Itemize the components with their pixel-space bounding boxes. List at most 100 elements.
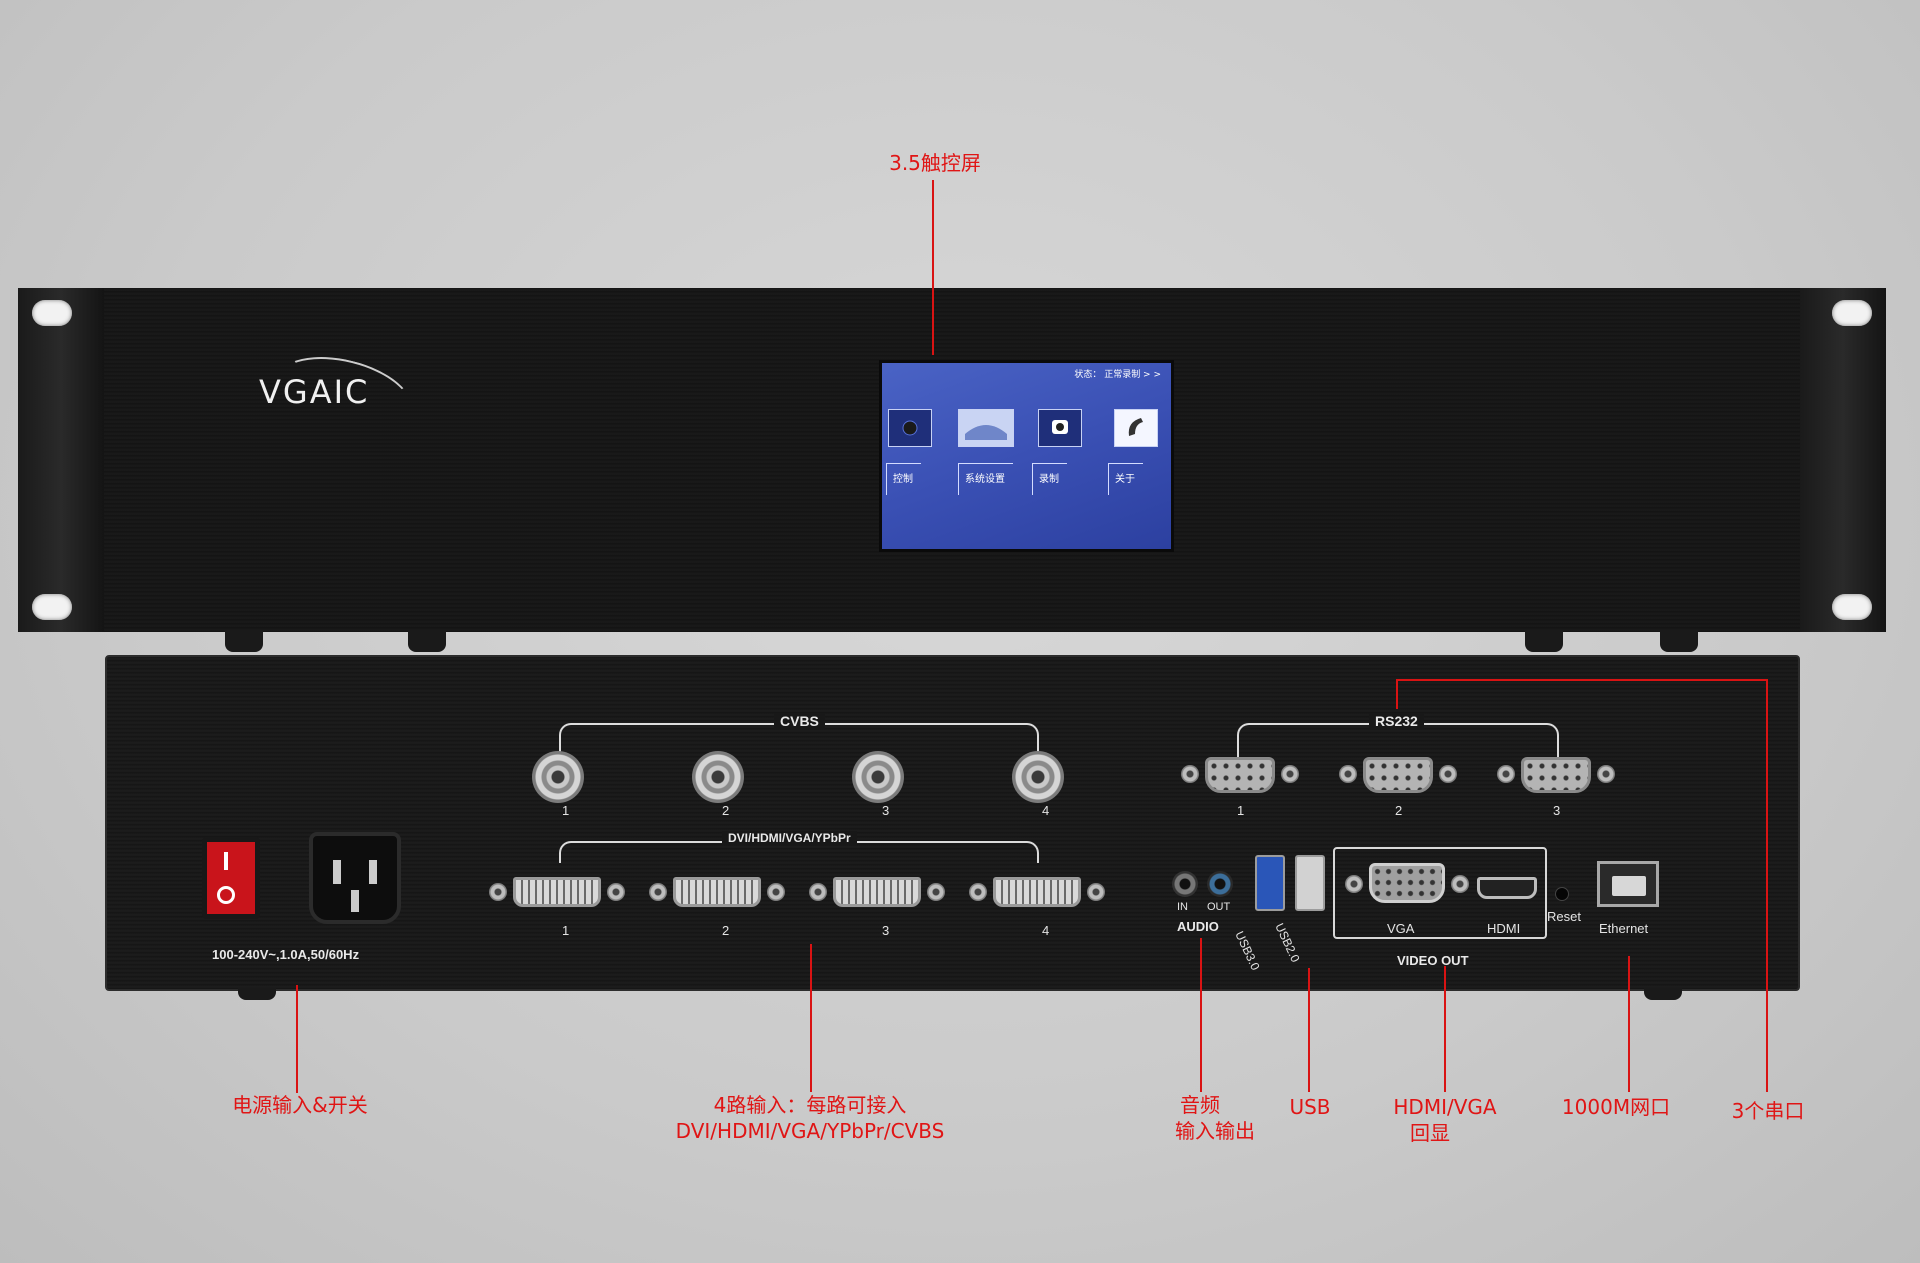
screw — [1087, 883, 1105, 901]
port-number: 4 — [1042, 803, 1050, 818]
screw — [1451, 875, 1469, 893]
serial-callout: 3个串口 — [1731, 1099, 1805, 1123]
serial-leader-hline — [1396, 679, 1768, 681]
reset-button[interactable] — [1555, 887, 1569, 901]
dvi-input-2[interactable] — [673, 877, 761, 907]
screw — [767, 883, 785, 901]
audio-out-label: OUT — [1207, 901, 1231, 913]
power-rating: 100-240V~,1.0A,50/60Hz — [212, 947, 360, 962]
screw — [649, 883, 667, 901]
inputs-leader-line — [810, 944, 812, 1092]
left-rack-ear — [18, 288, 104, 632]
about-phone-icon[interactable] — [1114, 409, 1158, 447]
system-settings-icon[interactable] — [958, 409, 1014, 447]
screw — [607, 883, 625, 901]
cvbs-input-4[interactable] — [1012, 751, 1064, 803]
dvi-input-3[interactable] — [833, 877, 921, 907]
ethernet-leader-line — [1628, 956, 1630, 1092]
device-foot — [1525, 630, 1563, 652]
screen-status: 状态： 正常录制 > > — [1074, 370, 1161, 380]
video-callout-line1: HDMI/VGA — [1393, 1095, 1497, 1119]
rack-mount-hole — [32, 594, 72, 620]
audio-out-jack[interactable] — [1207, 871, 1233, 897]
screw — [1439, 765, 1457, 783]
rs232-port-2[interactable] — [1363, 757, 1433, 793]
video-callout-line2: 回显 — [1410, 1121, 1450, 1145]
rack-mount-hole — [1832, 300, 1872, 326]
video-out-label: VIDEO OUT — [1397, 953, 1469, 968]
cvbs-input-2[interactable] — [692, 751, 744, 803]
dvi-input-1[interactable] — [513, 877, 601, 907]
audio-callout-line1: 音频 — [1180, 1093, 1220, 1117]
cvbs-input-1[interactable] — [532, 751, 584, 803]
inputs-callout-line2: DVI/HDMI/VGA/YPbPr/CVBS — [675, 1119, 945, 1143]
rear-panel-unit: 100-240V~,1.0A,50/60Hz CVBS 1 2 3 4 DVI/… — [105, 655, 1800, 991]
usb2-label: USB2.0 — [1272, 921, 1303, 965]
port-number: 2 — [1395, 803, 1403, 818]
usb3-label: USB3.0 — [1232, 929, 1263, 973]
menu-record[interactable]: 录制 — [1032, 463, 1067, 495]
port-number: 1 — [562, 803, 570, 818]
control-icon[interactable] — [888, 409, 932, 447]
right-rack-ear — [1800, 288, 1886, 632]
port-number: 2 — [722, 923, 730, 938]
audio-in-label: IN — [1177, 901, 1188, 913]
dvi-input-4[interactable] — [993, 877, 1081, 907]
vga-output[interactable] — [1369, 863, 1445, 903]
device-foot — [225, 630, 263, 652]
rs232-port-3[interactable] — [1521, 757, 1591, 793]
port-number: 4 — [1042, 923, 1050, 938]
menu-about[interactable]: 关于 — [1108, 463, 1143, 495]
screw — [1497, 765, 1515, 783]
inputs-callout-line1: 4路输入：每路可接入 — [713, 1093, 907, 1117]
power-switch[interactable] — [202, 837, 260, 919]
screen-callout: 3.5触控屏 — [889, 151, 981, 175]
audio-label: AUDIO — [1177, 919, 1219, 934]
usb2-port[interactable] — [1295, 855, 1325, 911]
reset-label: Reset — [1547, 909, 1581, 924]
audio-callout-line2: 输入输出 — [1175, 1119, 1255, 1143]
rack-mount-hole — [32, 300, 72, 326]
port-number: 1 — [1237, 803, 1245, 818]
screw — [1181, 765, 1199, 783]
port-number: 1 — [562, 923, 570, 938]
ethernet-callout: 1000M网口 — [1561, 1095, 1671, 1119]
front-faceplate: VGAIC 状态： 正常录制 > > 控制 系统设置 录制 关于 — [104, 288, 1800, 632]
front-panel-unit: VGAIC 状态： 正常录制 > > 控制 系统设置 录制 关于 — [18, 288, 1886, 632]
audio-in-jack[interactable] — [1172, 871, 1198, 897]
screw — [489, 883, 507, 901]
screw — [927, 883, 945, 901]
vga-label: VGA — [1387, 921, 1415, 936]
brand-logo: VGAIC — [259, 373, 370, 411]
rs232-port-1[interactable] — [1205, 757, 1275, 793]
video-out-group — [1333, 847, 1547, 939]
cvbs-input-3[interactable] — [852, 751, 904, 803]
ethernet-label: Ethernet — [1599, 921, 1649, 936]
ethernet-port[interactable] — [1597, 861, 1659, 907]
power-inlet[interactable] — [309, 832, 401, 924]
usb-leader-line — [1308, 968, 1310, 1092]
hdmi-label: HDMI — [1487, 921, 1521, 936]
device-foot — [238, 988, 276, 1000]
menu-control[interactable]: 控制 — [886, 463, 921, 495]
usb-callout: USB — [1289, 1095, 1331, 1119]
screw — [1345, 875, 1363, 893]
rack-mount-hole — [1832, 594, 1872, 620]
rs232-label: RS232 — [1369, 713, 1424, 729]
audio-leader-line — [1200, 938, 1202, 1092]
device-foot — [408, 630, 446, 652]
cvbs-label: CVBS — [774, 713, 825, 729]
port-number: 3 — [1553, 803, 1561, 818]
screw — [969, 883, 987, 901]
hdmi-output[interactable] — [1477, 877, 1537, 899]
screen-leader-line — [932, 180, 934, 355]
record-icon[interactable] — [1038, 409, 1082, 447]
touch-screen[interactable]: 状态： 正常录制 > > 控制 系统设置 录制 关于 — [879, 360, 1174, 552]
device-foot — [1660, 630, 1698, 652]
usb3-port[interactable] — [1255, 855, 1285, 911]
serial-leader-vline — [1766, 679, 1768, 1092]
video-leader-line — [1444, 966, 1446, 1092]
menu-system-settings[interactable]: 系统设置 — [958, 463, 1013, 495]
port-number: 3 — [882, 923, 890, 938]
screw — [1597, 765, 1615, 783]
